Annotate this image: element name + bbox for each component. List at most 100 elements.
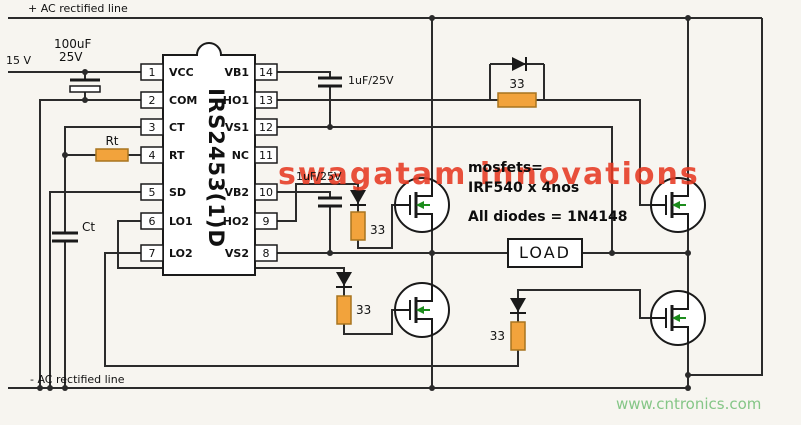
top-rail-label: + AC rectified line <box>28 2 128 15</box>
bootstrap-cap-1 <box>318 76 342 88</box>
gate-diode-4 <box>510 298 526 314</box>
mosfet-arrow-icon <box>672 201 680 209</box>
pin-name: COM <box>169 94 197 107</box>
ct-label: Ct <box>82 220 95 234</box>
load-box <box>507 238 583 268</box>
gate-resistor-1-label: 33 <box>509 77 524 91</box>
pin-box-11 <box>254 146 278 164</box>
pin-box-14 <box>254 63 278 81</box>
labels: + AC rectified line - AC rectified line … <box>6 2 761 413</box>
mosfet-note-line2: IRF540 x 4nos <box>468 180 579 196</box>
junction-dots <box>37 15 691 391</box>
pin-number: 4 <box>149 149 156 162</box>
pin-box-9 <box>254 212 278 230</box>
gate-resistor-3-label: 33 <box>356 303 371 317</box>
bootstrap-cap-1-label: 1uF/25V <box>348 74 394 87</box>
diode-triangle <box>336 272 352 286</box>
pin-number: 6 <box>149 215 156 228</box>
rt-resistor <box>95 148 129 162</box>
gate-resistor-4 <box>510 321 526 351</box>
pin-number: 14 <box>259 66 273 79</box>
diode-note: All diodes = 1N4148 <box>468 209 628 225</box>
pin-number: 11 <box>259 149 273 162</box>
vb2-wire <box>277 191 331 253</box>
pin-number: 3 <box>149 121 156 134</box>
filter-capacitor <box>69 78 101 93</box>
gate-resistor-1 <box>497 92 537 108</box>
diode-triangle <box>350 190 366 204</box>
right-edge-wire <box>688 18 763 376</box>
pin-name: HO1 <box>223 94 249 107</box>
filter-cap-value-label: 100uF <box>54 37 92 51</box>
pin-name: VS1 <box>225 121 249 134</box>
ic-part-number: IRS2453(1)D <box>204 88 228 248</box>
pin-number: 12 <box>259 121 273 134</box>
ho2-gate-route <box>277 183 395 249</box>
pin-box-12 <box>254 118 278 136</box>
pin-number: 13 <box>259 94 273 107</box>
ho1-gate-route <box>277 63 651 206</box>
pin-box-5 <box>140 183 164 201</box>
driver-ic: IRS2453(1)D 1 2 3 4 5 6 7 VCC COM CT RT … <box>140 42 278 276</box>
ic-notch <box>196 42 222 56</box>
pin-box-1 <box>140 63 164 81</box>
sd-wire <box>49 191 141 388</box>
ct-capacitor <box>52 231 78 243</box>
rt-label: Rt <box>105 134 118 148</box>
pin-box-7 <box>140 244 164 262</box>
gate-resistor-4-label: 33 <box>490 329 505 343</box>
pin-box-6 <box>140 212 164 230</box>
pin-name: VCC <box>169 66 194 79</box>
pin-box-8 <box>254 244 278 262</box>
watermark-text: swagatam innovations <box>278 157 700 192</box>
mosfet-arrow-icon <box>416 306 424 314</box>
pin-number: 10 <box>259 186 273 199</box>
pin-number: 5 <box>149 186 156 199</box>
gate-diode-1 <box>512 57 527 71</box>
wire-net <box>8 17 763 389</box>
mosfet-arrow-icon <box>672 314 680 322</box>
pin-box-2 <box>140 91 164 109</box>
bottom-rail-label: - AC rectified line <box>30 373 125 386</box>
cap-plate <box>69 85 101 93</box>
pin-name: VS2 <box>225 247 249 260</box>
pin-name: SD <box>169 186 186 199</box>
gate-diode-2 <box>350 190 366 206</box>
gate-resistor-3 <box>336 295 352 325</box>
pin-name: RT <box>169 149 185 162</box>
vs1-wire <box>277 126 613 253</box>
mosfet-q1 <box>394 177 450 233</box>
ic-body <box>162 54 256 276</box>
bootstrap-cap-2 <box>318 196 342 208</box>
gate-diode-3 <box>336 272 352 288</box>
pin-box-3 <box>140 118 164 136</box>
mosfet-note-line1: mosfets= <box>468 160 543 176</box>
pin-name: VB2 <box>224 186 249 199</box>
gate-resistor-2-label: 33 <box>370 223 385 237</box>
pin-name: LO1 <box>169 215 193 228</box>
load-block: LOAD <box>507 238 583 268</box>
pin-box-4 <box>140 146 164 164</box>
pin-number: 1 <box>149 66 156 79</box>
pin-name: HO2 <box>223 215 249 228</box>
diode-triangle <box>512 57 526 71</box>
bootstrap-cap-2-label: 1uF/25V <box>296 170 342 183</box>
pin-number: 7 <box>149 247 156 260</box>
gate-resistor-2 <box>350 211 366 241</box>
filter-cap-voltage-label: 25V <box>59 50 83 64</box>
ct-wire <box>64 126 141 388</box>
vb1-wire <box>277 71 331 127</box>
diode-triangle <box>510 298 526 312</box>
pin-number: 9 <box>263 215 270 228</box>
pin-name: LO2 <box>169 247 193 260</box>
pin-box-13 <box>254 91 278 109</box>
pin-number: 2 <box>149 94 156 107</box>
mosfet-q4 <box>650 290 706 346</box>
pin-name: CT <box>169 121 185 134</box>
mosfet-q3 <box>394 282 450 338</box>
pin-name: VB1 <box>224 66 249 79</box>
mosfet-q2 <box>650 177 706 233</box>
pin-box-10 <box>254 183 278 201</box>
